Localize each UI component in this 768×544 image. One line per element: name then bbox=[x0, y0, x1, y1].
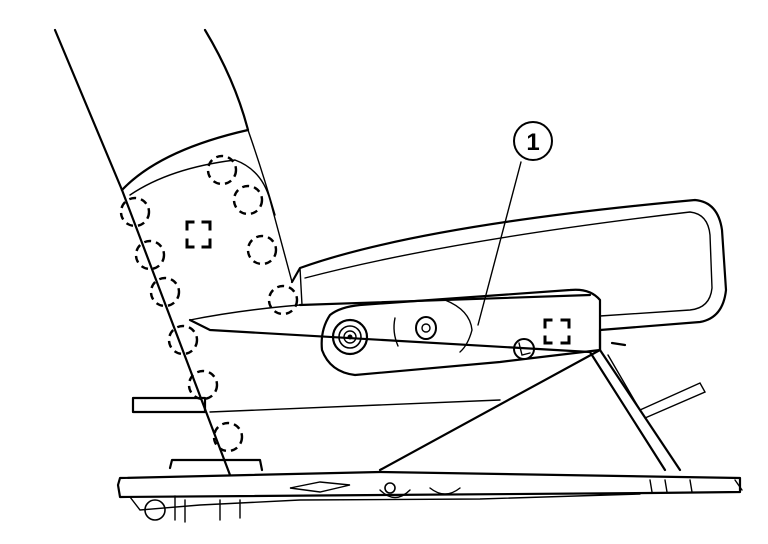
hidden-fastener-symbol bbox=[185, 220, 212, 249]
clip-marker bbox=[246, 234, 278, 266]
lumbar-knob bbox=[415, 316, 437, 340]
seat-rail bbox=[116, 458, 743, 523]
clip-marker bbox=[134, 239, 166, 271]
clip-marker bbox=[187, 369, 219, 401]
clip-marker bbox=[167, 324, 199, 356]
clip-locations bbox=[119, 154, 299, 453]
clip-marker bbox=[119, 196, 151, 228]
clip-marker bbox=[267, 284, 299, 316]
callout-1: 1 bbox=[477, 121, 553, 326]
clip-marker bbox=[149, 276, 181, 308]
seat-cushion bbox=[189, 198, 728, 332]
clip-marker bbox=[232, 184, 264, 216]
clip-marker bbox=[212, 421, 244, 453]
callout-number: 1 bbox=[526, 129, 539, 156]
seat-frame bbox=[131, 293, 706, 472]
seat-back bbox=[53, 28, 293, 477]
hidden-fastener-symbol bbox=[543, 318, 571, 345]
recliner-knob bbox=[331, 318, 369, 356]
clip-marker bbox=[206, 154, 238, 186]
